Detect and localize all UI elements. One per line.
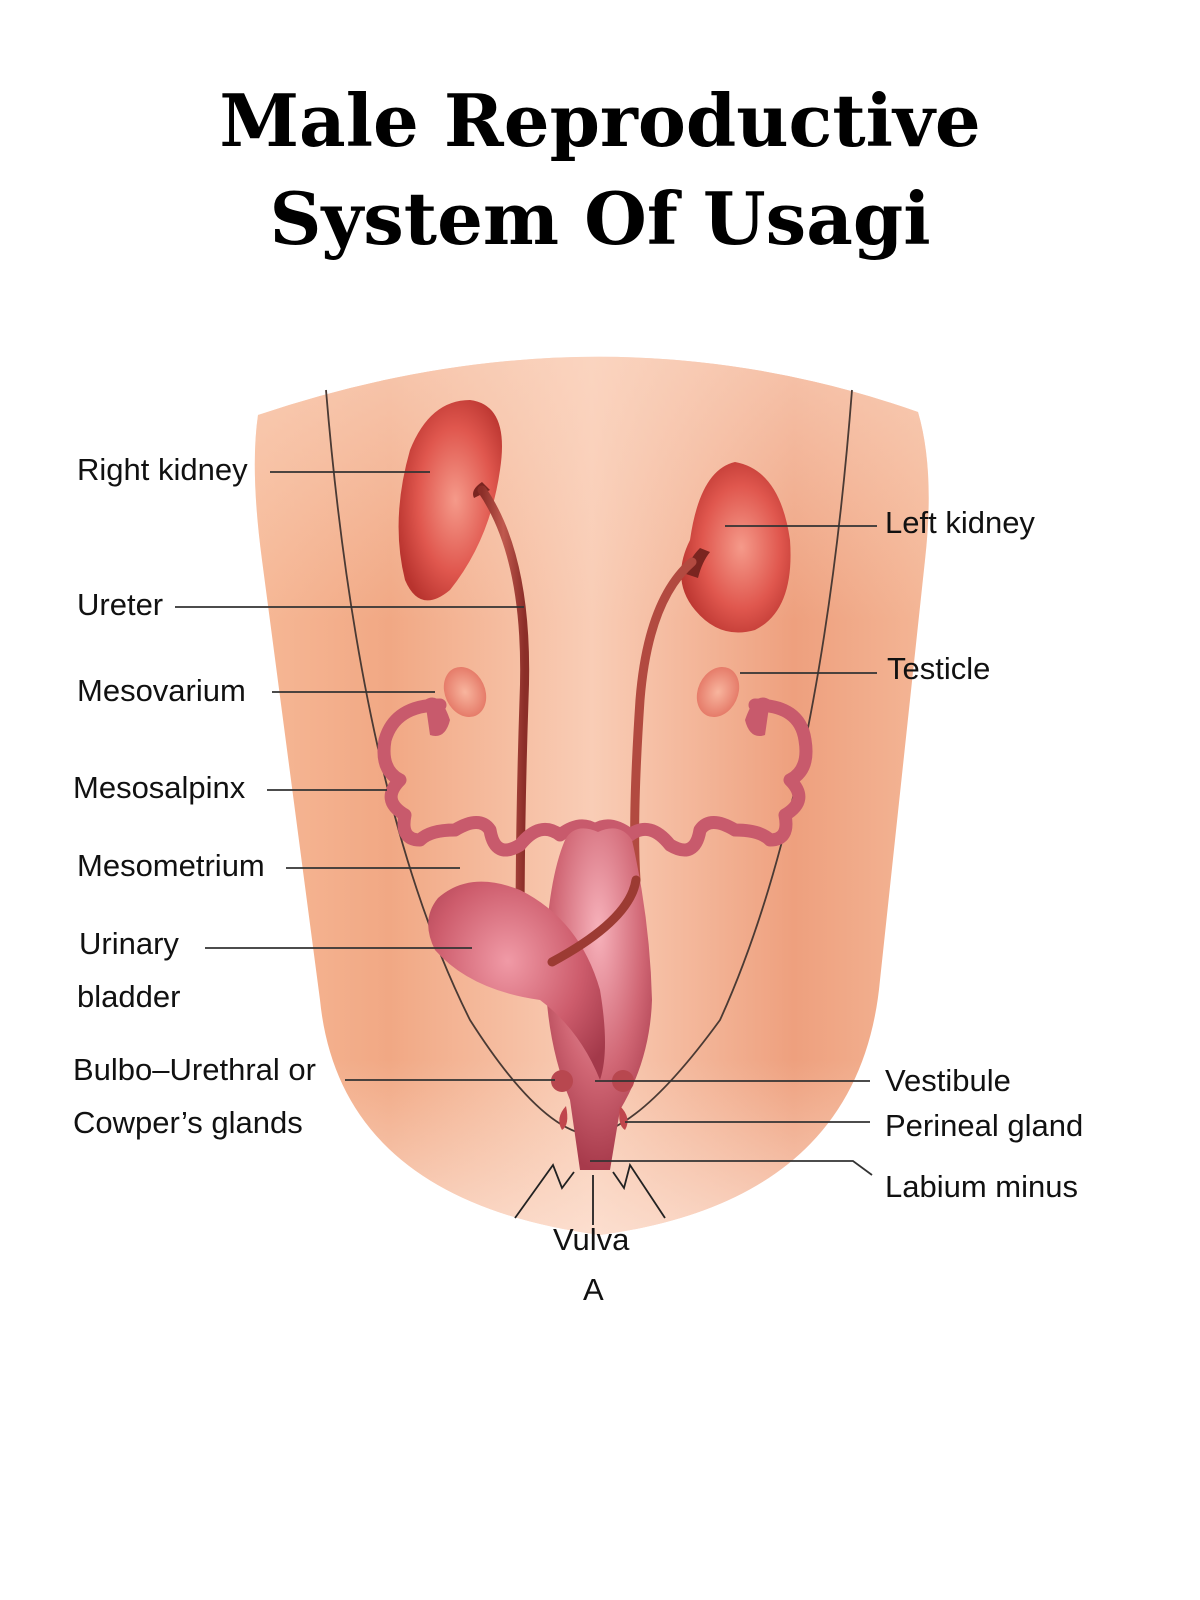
label-perineal-gland: Perineal gland — [885, 1108, 1084, 1143]
left-kidney — [681, 462, 791, 633]
label-bulbo-urethral-line2: Cowper’s glands — [73, 1105, 303, 1140]
label-left-kidney: Left kidney — [885, 505, 1035, 540]
urinary-bladder — [428, 881, 605, 1080]
perineal-gland-right — [619, 1106, 628, 1130]
label-testicle: Testicle — [887, 651, 991, 686]
left-fimbria — [745, 697, 770, 736]
bulbo-urethral-gland-left — [551, 1070, 573, 1092]
vulva-outline — [514, 1162, 666, 1225]
label-right-kidney: Right kidney — [77, 452, 248, 487]
leader-labium-minus — [590, 1160, 873, 1176]
coiled-tubes — [377, 698, 813, 857]
label-vestibule: Vestibule — [885, 1063, 1011, 1098]
title-line-2: System Of Usagi — [269, 176, 931, 261]
label-mesometrium: Mesometrium — [77, 848, 265, 883]
label-mesovarium: Mesovarium — [77, 673, 246, 708]
figure-letter: A — [583, 1272, 604, 1307]
label-urinary-bladder-line2: bladder — [77, 979, 181, 1014]
label-ureter: Ureter — [77, 587, 164, 622]
right-testicle — [443, 666, 487, 718]
label-labium-minus: Labium minus — [885, 1169, 1078, 1204]
right-ureter — [477, 485, 530, 940]
label-mesosalpinx: Mesosalpinx — [73, 770, 246, 805]
right-fimbria — [425, 697, 450, 736]
perineal-gland-left — [559, 1106, 568, 1130]
title-line-1: Male Reproductive — [219, 78, 981, 163]
label-vulva: Vulva — [553, 1222, 630, 1257]
label-bulbo-urethral-line1: Bulbo–Urethral or — [73, 1052, 316, 1087]
pelvic-outline-right — [589, 389, 853, 1136]
ureter-overlap — [547, 875, 641, 967]
left-testicle — [696, 666, 740, 718]
label-urinary-bladder-line1: Urinary — [79, 926, 179, 961]
leader-lines — [175, 471, 877, 1176]
